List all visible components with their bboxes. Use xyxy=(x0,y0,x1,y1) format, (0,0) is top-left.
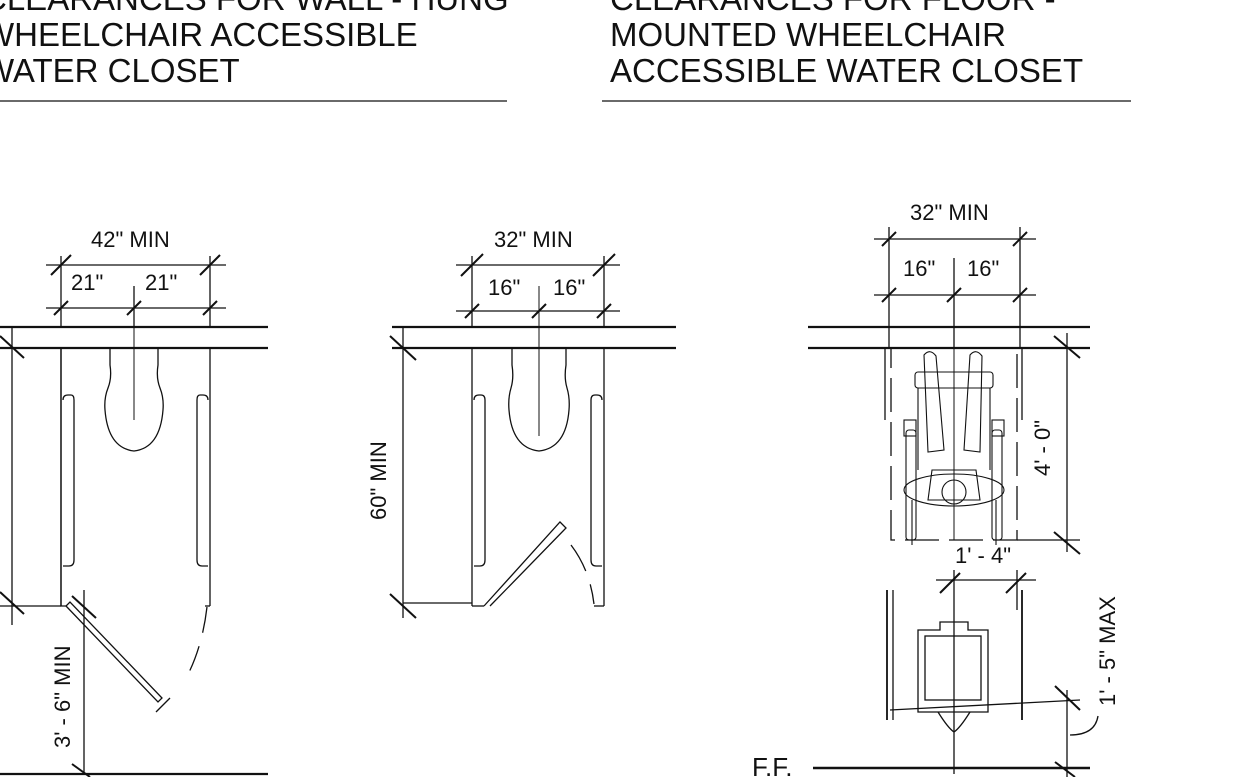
stall-1-door-clearance-dim: 3' - 6" MIN xyxy=(50,646,75,748)
stall-1-tick xyxy=(50,254,72,276)
plan-tick xyxy=(1053,335,1081,359)
stall-1-tick xyxy=(0,591,25,615)
stall-2-toilet xyxy=(508,348,570,452)
stall-2-half-right-dim: 16" xyxy=(553,275,585,300)
stall-2-tick xyxy=(460,253,484,277)
stall-1-tick xyxy=(202,300,218,316)
stall-2-tick xyxy=(464,303,480,319)
elev-tick xyxy=(1054,685,1081,711)
left-title-line-1: CLEARANCES FOR WALL - HUNG xyxy=(0,0,509,17)
elev-toilet-base xyxy=(937,711,971,733)
stall-2-tick xyxy=(389,335,417,361)
stall-2-door-swing xyxy=(570,544,595,605)
left-title: CLEARANCES FOR WALL - HUNG WHEELCHAIR AC… xyxy=(0,0,509,89)
plan-half-right-dim: 16" xyxy=(967,256,999,281)
plan-tick xyxy=(881,231,897,247)
plan-width-dim: 32" MIN xyxy=(910,200,989,225)
right-title-line-1: CLEARANCES FOR FLOOR - xyxy=(610,0,1083,17)
stall-2-door xyxy=(483,521,567,607)
left-title-line-2: WHEELCHAIR ACCESSIBLE xyxy=(0,16,418,53)
stall-2-width-dim: 32" MIN xyxy=(494,227,573,252)
wheelchair-plan xyxy=(808,227,1090,555)
stall-2-tick xyxy=(389,593,417,619)
stall-1-tick xyxy=(126,300,142,316)
elev-seat-line xyxy=(889,699,1081,711)
elev-leader xyxy=(1069,715,1099,736)
stall-2 xyxy=(389,253,676,619)
stall-1-left-grab-bar xyxy=(62,394,75,567)
elev-tick xyxy=(1054,761,1076,777)
stall-1-door-swing xyxy=(183,606,208,683)
stall-1 xyxy=(0,254,268,777)
stall-1-right-grab-bar xyxy=(196,394,209,567)
plan-tick xyxy=(1053,531,1081,555)
stall-1-toilet xyxy=(104,348,164,452)
stall-2-right-grab-bar xyxy=(590,394,603,567)
stall-2-depth-label: 60" MIN xyxy=(366,441,391,520)
stall-1-tick xyxy=(0,335,25,359)
plan-tick xyxy=(881,287,897,303)
stall-2-tick xyxy=(596,303,612,319)
stall-1-door xyxy=(65,601,163,703)
elev-tick xyxy=(1005,572,1027,594)
elev-height-label: 1' - 5" MAX xyxy=(1095,596,1120,706)
plan-tick xyxy=(1012,287,1028,303)
left-title-line-3: WATER CLOSET xyxy=(0,52,240,89)
stall-2-half-left-dim: 16" xyxy=(488,275,520,300)
stall-1-width-dim: 42" MIN xyxy=(91,227,170,252)
plan-half-left-dim: 16" xyxy=(903,256,935,281)
right-title-line-2: MOUNTED WHEELCHAIR xyxy=(610,16,1007,53)
right-title-line-3: ACCESSIBLE WATER CLOSET xyxy=(610,52,1084,89)
plan-depth-label: 4' - 0" xyxy=(1030,420,1055,476)
stall-1-left-partition xyxy=(60,348,66,607)
right-title: CLEARANCES FOR FLOOR - MOUNTED WHEELCHAI… xyxy=(610,0,1083,89)
toilet-elevation xyxy=(813,570,1099,777)
elev-width-dim: 1' - 4" xyxy=(955,543,1011,568)
wheelchair-icon xyxy=(903,351,1005,545)
elev-toilet-tank xyxy=(917,621,989,713)
stall-1-tick xyxy=(71,595,97,619)
plan-tick xyxy=(1012,231,1028,247)
floor-label: F.F. xyxy=(752,752,792,777)
stall-2-tick xyxy=(531,303,547,319)
stall-1-half-left-dim: 21" xyxy=(71,270,103,295)
elev-tick xyxy=(939,572,961,594)
stall-2-tick xyxy=(592,253,616,277)
stall-1-tick xyxy=(53,300,69,316)
stall-2-left-grab-bar xyxy=(473,394,486,567)
stall-1-half-right-dim: 21" xyxy=(145,270,177,295)
stall-1-tick xyxy=(71,763,91,777)
elev-toilet-lid xyxy=(924,635,982,701)
stall-1-door-stop xyxy=(155,697,171,713)
plan-tick xyxy=(946,287,962,303)
stall-1-tick xyxy=(199,254,221,276)
